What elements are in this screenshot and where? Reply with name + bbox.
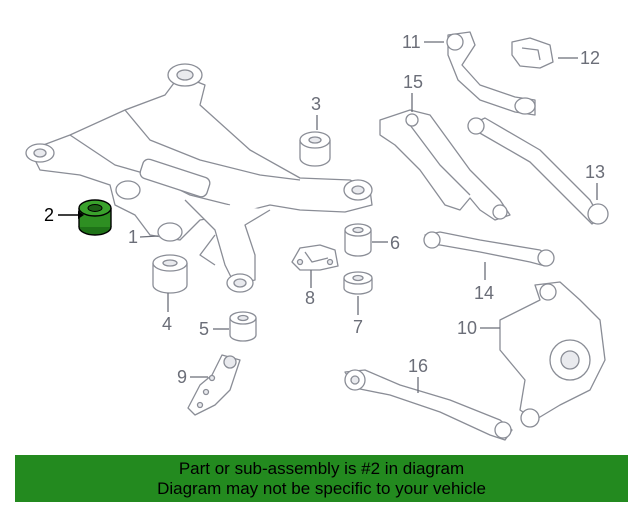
callout-6: 6 [390,233,400,253]
bushing-part-7[interactable] [343,271,373,295]
integral-link-part-15[interactable] [379,109,511,221]
footer-line-2: Diagram may not be specific to your vehi… [157,479,486,498]
bushing-part-6[interactable] [344,223,372,257]
lateral-link-part-13[interactable] [467,117,609,225]
bracket-part-8[interactable] [291,244,339,271]
bushing-part-3[interactable] [299,131,331,167]
callout-9: 9 [177,367,187,387]
footer-banner: Part or sub-assembly is #2 in diagram Di… [15,455,628,502]
callout-2: 2 [44,205,54,225]
bushing-part-2-highlighted[interactable] [78,199,112,236]
bushing-part-4[interactable] [152,254,188,294]
bracket-part-12[interactable] [511,37,554,69]
link-plate-part-9[interactable] [187,354,241,416]
control-arm-part-11[interactable] [446,31,536,116]
callout-7: 7 [353,317,363,337]
callout-11: 11 [402,32,421,52]
callout-14: 14 [474,283,494,303]
callout-1: 1 [128,227,138,247]
callout-15: 15 [403,72,423,92]
callout-8: 8 [305,288,315,308]
callout-5: 5 [199,319,209,339]
callout-12: 12 [580,48,600,68]
subframe-part-1[interactable] [25,63,373,293]
footer-line-1: Part or sub-assembly is #2 in diagram [178,459,465,478]
callout-16: 16 [408,356,428,376]
wheel-carrier-part-10[interactable] [499,281,606,428]
callout-3: 3 [311,94,321,114]
callout-4: 4 [162,314,172,334]
callout-10: 10 [457,318,477,338]
trailing-link-part-16[interactable] [344,369,513,441]
callout-13: 13 [585,162,605,182]
toe-link-part-14[interactable] [423,231,555,267]
bushing-part-5[interactable] [229,311,257,342]
parts-diagram: 1 2 3 4 5 6 [25,31,609,441]
